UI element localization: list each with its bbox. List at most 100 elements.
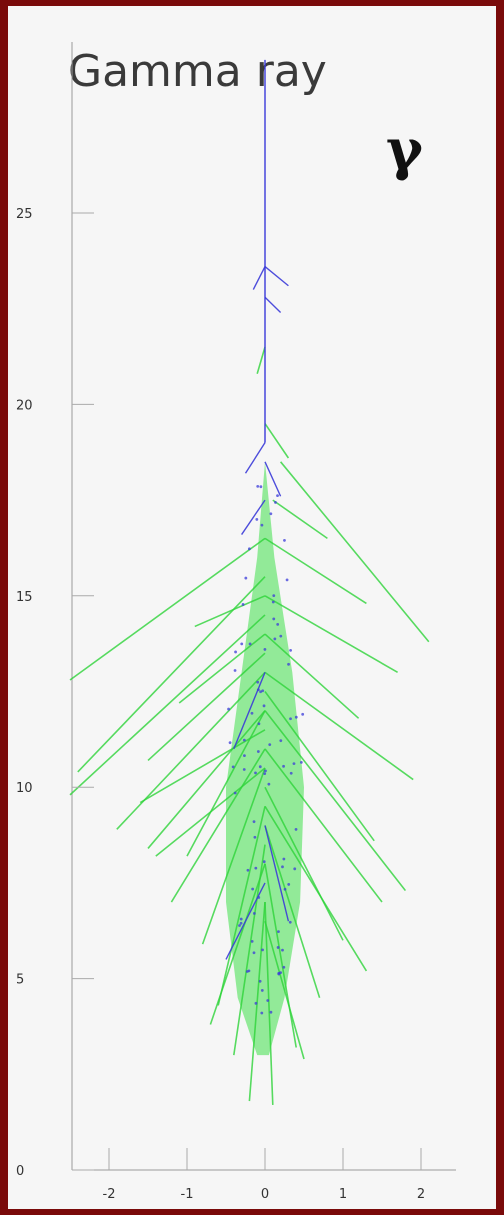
blue-track [241, 499, 266, 535]
blue-hit [244, 576, 248, 580]
blue-hit [282, 764, 285, 768]
blue-hit [283, 539, 286, 542]
blue-hit [262, 704, 266, 708]
y-tick-label: 15 [16, 590, 33, 605]
green-track [264, 691, 375, 842]
green-track [147, 710, 266, 849]
blue-hit [282, 965, 286, 969]
blue-hit [240, 642, 244, 646]
blue-hit [271, 600, 275, 604]
blue-hit [272, 617, 276, 621]
green-track [264, 671, 414, 781]
blue-hit [243, 754, 246, 758]
green-track [69, 614, 266, 796]
blue-hit [289, 771, 293, 775]
blue-hit [256, 680, 260, 684]
blue-track [252, 266, 266, 290]
blue-hit [253, 835, 257, 839]
blue-hit [262, 860, 266, 864]
blue-hit [258, 979, 262, 983]
blue-hit [239, 921, 243, 925]
axes [71, 42, 456, 1171]
blue-hit [259, 485, 263, 489]
blue-hit [294, 827, 298, 831]
blue-track [225, 882, 266, 960]
green-track [248, 901, 266, 1102]
blue-hit [228, 741, 232, 745]
blue-hit [257, 896, 261, 899]
green-track [264, 825, 321, 998]
blue-hit [233, 791, 237, 795]
blue-hit [299, 761, 303, 764]
blue-hit [287, 662, 290, 666]
y-tick-label: 25 [16, 207, 33, 222]
blue-hit [254, 866, 258, 870]
blue-hit [277, 930, 280, 934]
green-track [264, 902, 274, 1105]
blue-track [264, 461, 282, 497]
blue-hit [263, 648, 267, 651]
green-track [272, 499, 328, 540]
x-tick-label: 0 [261, 1187, 269, 1202]
blue-hit [269, 512, 273, 516]
blue-hit [242, 738, 246, 742]
blue-hit [247, 547, 251, 551]
blue-hit [294, 715, 298, 719]
green-track [279, 461, 430, 643]
green-track [264, 920, 305, 1060]
blue-hit [260, 989, 264, 992]
blue-hit [246, 868, 250, 872]
blue-hit [288, 920, 292, 924]
blue-hit [250, 711, 254, 715]
green-track [256, 346, 266, 374]
blue-hit [292, 762, 296, 766]
green-track [264, 786, 344, 941]
blue-hit [247, 969, 251, 973]
blue-hit [233, 669, 237, 672]
blue-hit [279, 634, 283, 638]
blue-hit [301, 712, 305, 716]
blue-hit [281, 948, 284, 952]
blue-hit [274, 501, 277, 504]
blue-hit [241, 603, 245, 606]
y-tick-label: 0 [16, 1164, 24, 1179]
blue-hit [277, 972, 281, 976]
x-tick-label: -1 [181, 1187, 194, 1202]
green-track [116, 671, 266, 830]
blue-hit [239, 917, 243, 921]
blue-hit [256, 750, 260, 753]
blue-hit [258, 765, 262, 769]
green-track [186, 710, 266, 857]
blue-hit [248, 642, 252, 646]
green-track [69, 537, 266, 681]
green-track [147, 652, 266, 761]
blue-hit [287, 883, 291, 886]
blue-hit [254, 771, 257, 775]
x-tick-label: -2 [103, 1187, 116, 1202]
green-track [194, 595, 266, 628]
blue-hit [260, 523, 264, 527]
blue-hit [268, 743, 272, 747]
blue-hit [250, 939, 254, 943]
blue-track [244, 442, 266, 474]
blue-track [233, 672, 266, 750]
chart-title: Gamma ray [68, 46, 327, 97]
green-track [264, 595, 399, 674]
green-track [217, 806, 266, 1006]
blue-hit [231, 765, 235, 769]
blue-hit [264, 769, 267, 773]
blue-hit [263, 772, 267, 776]
blue-tracks [225, 59, 305, 1015]
blue-hit [272, 594, 276, 598]
blue-hit [227, 707, 230, 711]
green-track [264, 805, 368, 972]
green-track [264, 537, 367, 605]
blue-hit [269, 1010, 273, 1014]
blue-hit [273, 637, 277, 641]
green-track [155, 767, 266, 857]
blue-hit [260, 1011, 264, 1015]
blue-hit [289, 648, 292, 652]
blue-hit [293, 867, 297, 871]
green-tracks [69, 346, 430, 1105]
